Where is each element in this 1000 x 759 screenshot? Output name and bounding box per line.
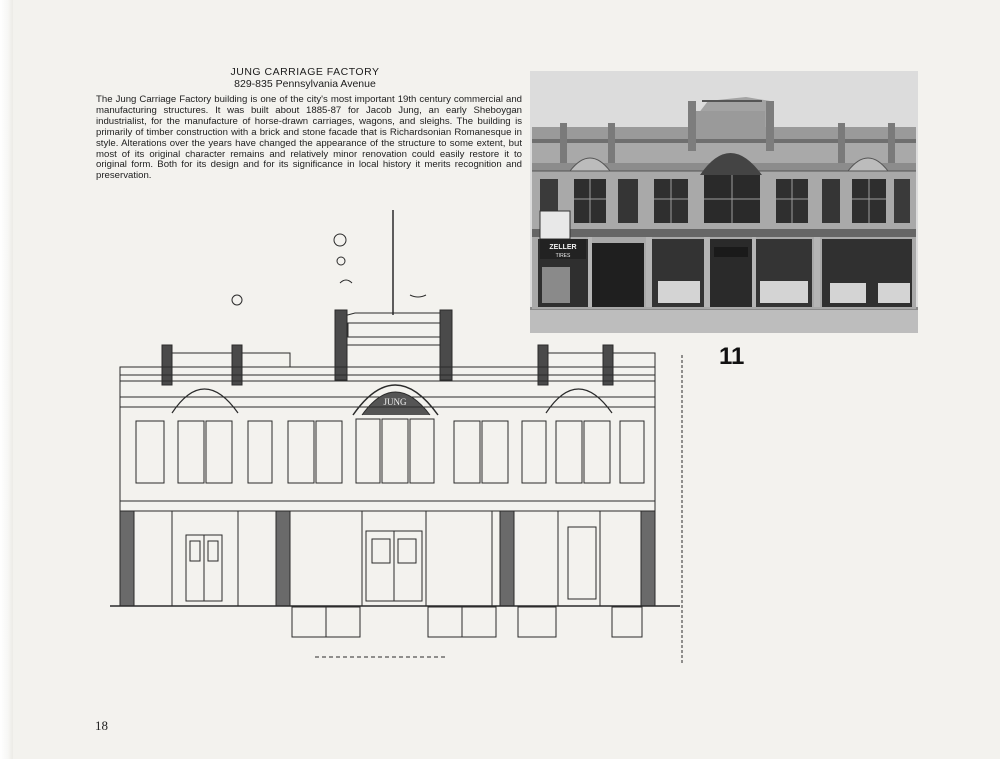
photo-store-sign: ZELLER <box>549 244 576 251</box>
building-title: JUNG CARRIAGE FACTORY <box>230 66 380 78</box>
photo-store-sign-sub: TIRES <box>556 253 571 259</box>
drawing-gable-name: JUNG <box>383 397 407 407</box>
plate-number: 11 <box>719 343 745 370</box>
page-number: 18 <box>95 718 108 733</box>
building-photograph: ZELLER TIRES <box>530 71 918 333</box>
building-address: 829-835 Pennsylvania Avenue <box>234 78 376 90</box>
architectural-elevation-drawing: JUNG <box>100 205 690 675</box>
description-paragraph: The Jung Carriage Factory building is on… <box>96 94 522 182</box>
page-gutter <box>0 0 13 759</box>
